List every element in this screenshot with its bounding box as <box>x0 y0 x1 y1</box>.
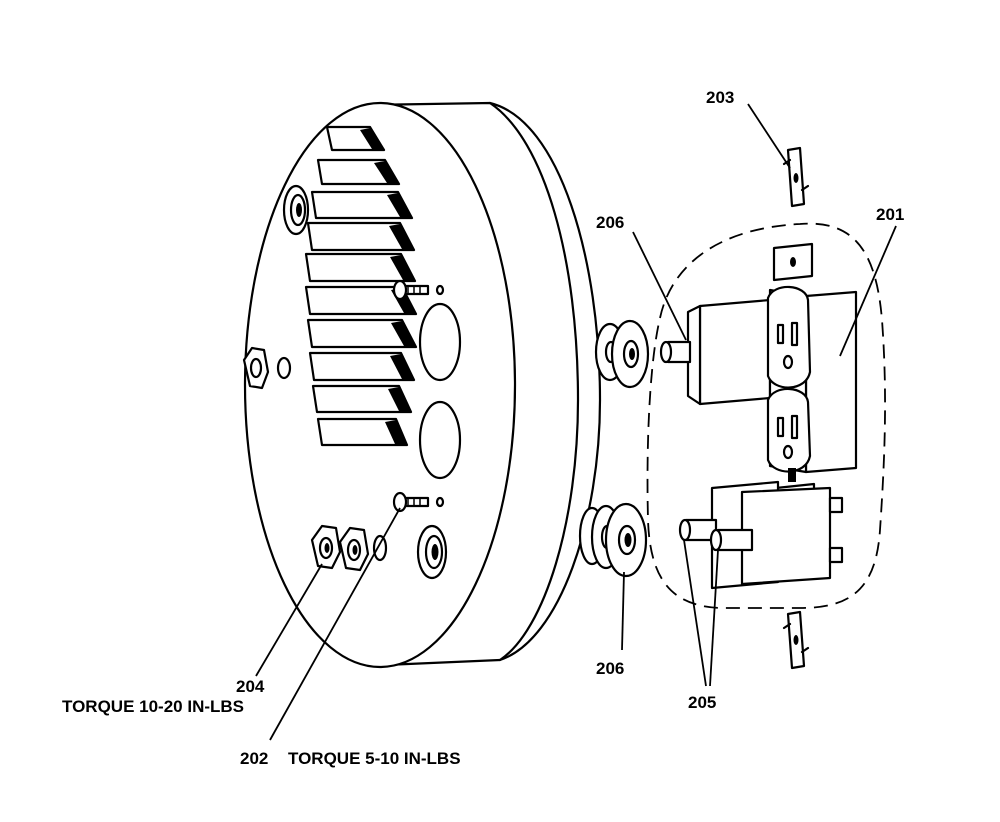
louver <box>311 384 413 414</box>
louver <box>304 285 418 316</box>
small-hole <box>276 356 292 380</box>
callout-203: 203 <box>706 88 734 107</box>
callout-202: 202 <box>240 749 268 768</box>
leader-lines <box>255 103 897 741</box>
callout-204: 204 <box>236 677 265 696</box>
leader-204 <box>255 563 323 677</box>
leader-201 <box>839 225 897 357</box>
louver <box>325 125 386 152</box>
torque-note-204: TORQUE 10-20 IN-LBS <box>62 697 244 716</box>
outlet-rear-block <box>659 298 772 406</box>
callout-201: 201 <box>876 205 904 224</box>
circuit-breaker-block <box>678 480 844 590</box>
louver <box>316 417 409 447</box>
small-hole-lower <box>372 534 388 562</box>
outlet-opening-lower <box>418 400 462 480</box>
leader-203 <box>747 103 791 169</box>
louver <box>316 158 401 186</box>
hex-nut-side <box>242 346 270 390</box>
washer-set-lower <box>578 502 648 578</box>
leader-206-upper <box>632 231 687 341</box>
mounting-clip-lower <box>782 610 810 670</box>
grommet-upper <box>282 184 310 236</box>
leader-206-lower <box>621 571 625 651</box>
leader-205b <box>709 549 719 687</box>
hex-nut-lower-left <box>310 524 342 570</box>
louver <box>304 252 417 283</box>
callout-206-lower: 206 <box>596 659 624 678</box>
hex-nut-lower-right <box>338 526 370 572</box>
leader-205a <box>683 539 707 687</box>
louver <box>310 190 414 220</box>
leader-202 <box>269 507 401 741</box>
callout-205: 205 <box>688 693 716 712</box>
assembly-dashed-outline <box>646 222 886 609</box>
louver <box>308 351 416 382</box>
grommet-lower <box>416 524 448 580</box>
torque-note-202: TORQUE 5-10 IN-LBS <box>288 749 461 768</box>
screw-upper <box>392 279 445 301</box>
vent-louvers <box>304 125 418 447</box>
louver <box>306 318 418 349</box>
mounting-clip-upper <box>782 146 810 208</box>
callout-206-upper: 206 <box>596 213 624 232</box>
screw-lower <box>392 491 445 513</box>
duplex-receptacle <box>766 242 858 518</box>
washer-set-upper <box>594 319 650 389</box>
louver <box>306 221 416 252</box>
outlet-opening-upper <box>418 302 462 382</box>
